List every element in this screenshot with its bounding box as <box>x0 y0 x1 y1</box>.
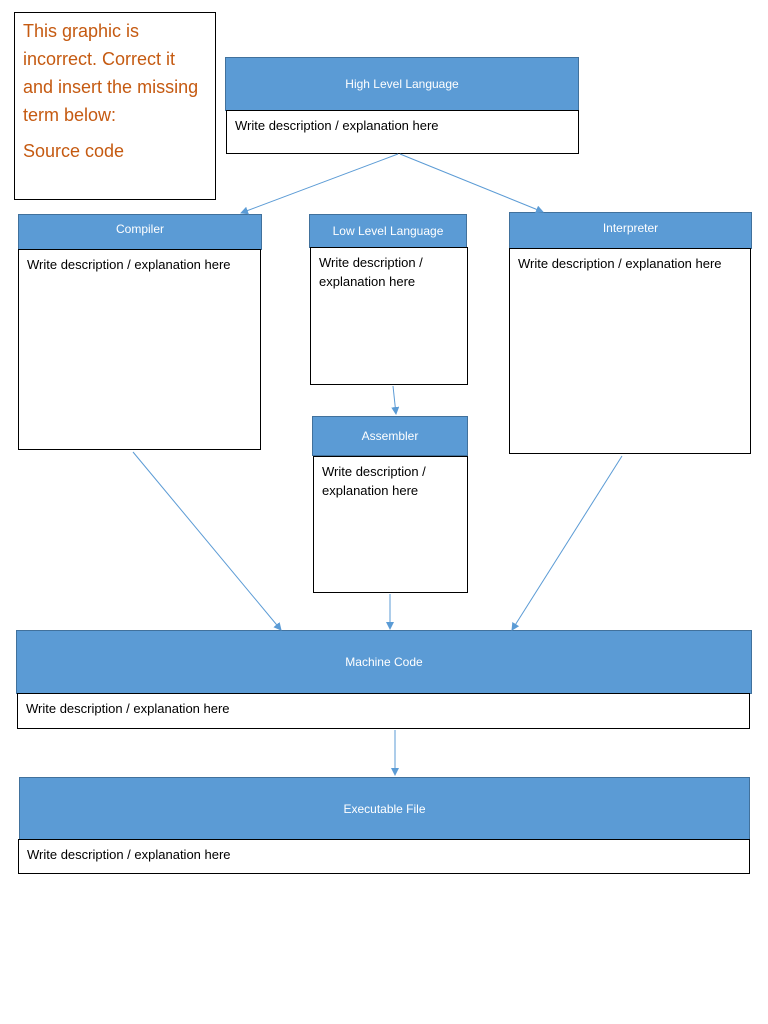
compiler-description: Write description / explanation here <box>18 249 261 450</box>
instruction-note: This graphic is incorrect. Correct it an… <box>14 12 216 200</box>
assembler-header: Assembler <box>312 416 468 456</box>
machine-code-description: Write description / explanation here <box>17 693 750 729</box>
executable-file-title: Executable File <box>343 801 426 816</box>
executable-file-description: Write description / explanation here <box>18 839 750 874</box>
high-level-language-header: High Level Language <box>225 57 579 111</box>
interpreter-description: Write description / explanation here <box>509 248 751 454</box>
low-level-language-title: Low Level Language <box>332 224 444 238</box>
assembler-title: Assembler <box>361 429 419 443</box>
arrow-compiler-to-machine-code <box>132 451 282 631</box>
instruction-text: This graphic is incorrect. Correct it an… <box>23 21 199 125</box>
assembler-description: Write description / explanation here <box>313 456 468 593</box>
machine-code-title: Machine Code <box>345 655 423 669</box>
compiler-title: Compiler <box>115 222 164 236</box>
interpreter-title: Interpreter <box>602 220 659 235</box>
arrow-high-level-to-interpreter <box>399 153 544 214</box>
low-level-language-header: Low Level Language <box>309 214 467 248</box>
high-level-language-description: Write description / explanation here <box>226 110 579 154</box>
compiler-header: Compiler <box>18 214 262 250</box>
arrow-interpreter-to-machine-code <box>511 455 623 631</box>
machine-code-header: Machine Code <box>16 630 752 694</box>
low-level-language-description: Write description / explanation here <box>310 247 468 385</box>
high-level-language-title: High Level Language <box>345 77 459 91</box>
executable-file-header: Executable File <box>19 777 750 840</box>
arrow-low-level-to-assembler <box>391 385 400 415</box>
interpreter-header: Interpreter <box>509 212 752 249</box>
missing-term-answer: Source code <box>23 141 125 161</box>
arrow-high-level-to-compiler <box>240 153 399 215</box>
